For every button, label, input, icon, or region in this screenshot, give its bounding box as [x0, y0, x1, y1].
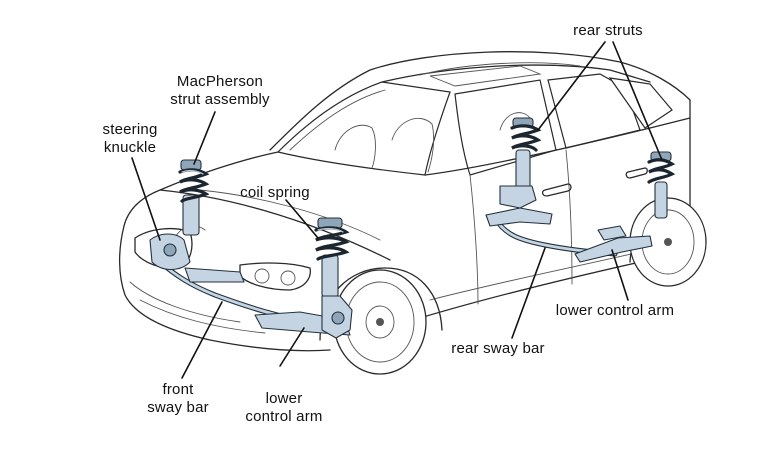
right-coil-spring-icon	[314, 226, 350, 261]
label-lower-control-arm-rear: lower control arm	[556, 302, 674, 319]
rear-quarter-window	[608, 77, 673, 129]
rear-door-handle	[625, 167, 648, 179]
labels: MacPherson strut assembly steering knuck…	[103, 22, 675, 425]
label-steering-line2: knuckle	[104, 139, 156, 156]
leader-rear-sway-bar	[511, 247, 546, 339]
leader-lower-control-arm-rear	[611, 249, 629, 301]
label-rear-struts: rear struts	[573, 22, 643, 39]
car-body	[118, 51, 701, 352]
left-steering-knuckle	[149, 233, 191, 271]
left-coil-spring-icon	[178, 168, 210, 203]
leader-steering-knuckle	[131, 157, 161, 241]
sunroof	[429, 65, 542, 87]
label-front-sway-line2: sway bar	[147, 399, 209, 416]
label-front-sway-line1: front	[162, 381, 194, 398]
left-macpherson-strut	[178, 159, 210, 236]
rear-left-coil-spring-icon	[510, 124, 542, 152]
label-rear-sway-bar: rear sway bar	[451, 340, 544, 357]
label-macpherson-line2: strut assembly	[170, 91, 270, 108]
leader-macpherson	[193, 111, 216, 165]
leader-coil-spring	[285, 199, 319, 239]
grille	[134, 227, 193, 269]
leader-lines	[131, 41, 663, 379]
leader-rear-strut-left	[537, 41, 606, 131]
right-macpherson-strut	[314, 217, 353, 339]
leader-rear-strut-right	[612, 41, 663, 161]
leader-lower-control-arm-front	[279, 327, 305, 367]
front-door-window	[454, 79, 557, 176]
rear-right-coil-spring-icon	[647, 158, 676, 184]
front-door-handle	[541, 183, 572, 197]
label-lower-control-front-line2: control arm	[245, 408, 322, 425]
rear-left-strut	[499, 117, 542, 209]
windshield	[276, 81, 451, 176]
label-macpherson-line1: MacPherson	[177, 73, 263, 90]
label-lower-control-front-line1: lower	[266, 390, 303, 407]
label-steering-line1: steering	[103, 121, 158, 138]
label-coil-spring: coil spring	[240, 184, 310, 201]
rear-right-strut	[647, 151, 676, 219]
headlight	[239, 262, 311, 291]
leader-front-sway-bar	[181, 301, 223, 379]
